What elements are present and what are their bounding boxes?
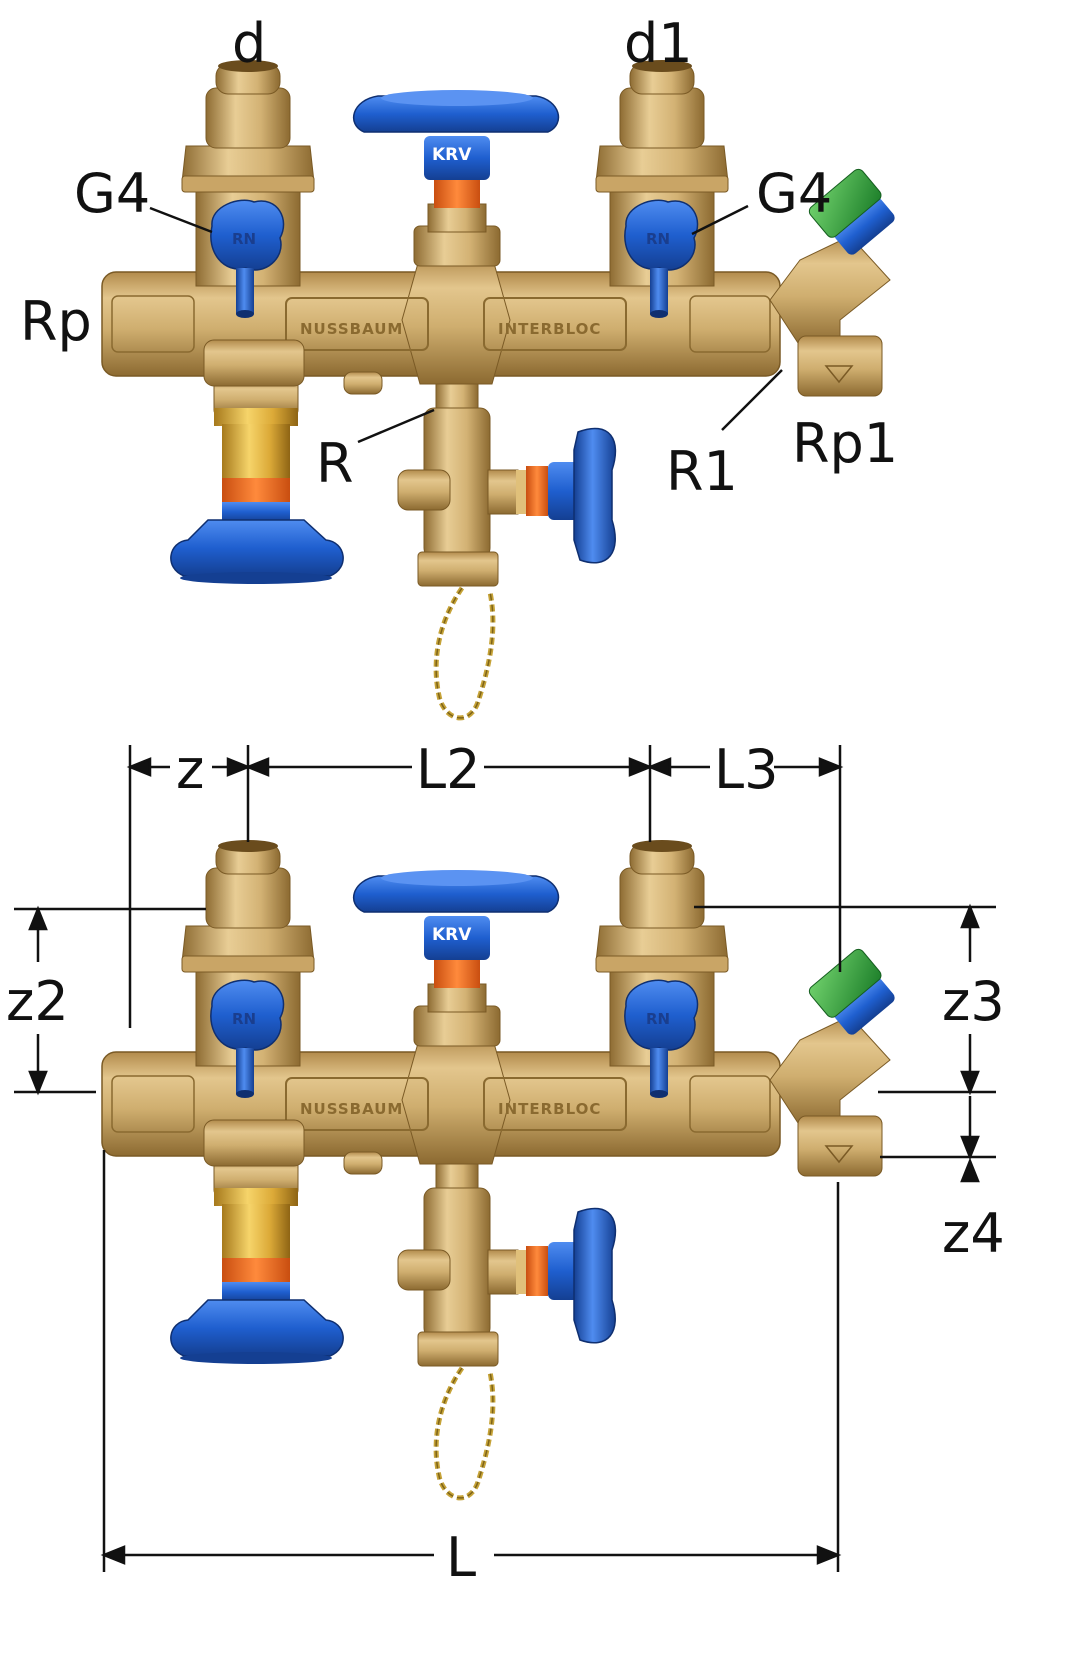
dimension-lines: [28, 757, 980, 1565]
dim-l: L: [446, 1526, 476, 1589]
cap-label-left-top: RN: [232, 230, 256, 248]
cap-label-right-bottom: RN: [646, 1010, 670, 1028]
label-r: R: [316, 432, 354, 495]
label-g4-right: G4: [756, 162, 832, 225]
dim-l3: L3: [714, 738, 778, 801]
cap-label-left-bottom: RN: [232, 1010, 256, 1028]
dim-z: z: [176, 738, 204, 801]
extension-lines: [14, 745, 996, 1572]
fitting-bottom: [102, 840, 900, 1498]
dim-l2: L2: [416, 738, 480, 801]
fitting-top: [102, 60, 900, 718]
top-view: NUSSBAUM INTERBLOC KRV RN RN d d1 G4 G4 …: [20, 12, 900, 718]
dim-z4: z4: [942, 1202, 1005, 1265]
krv-label-bottom: KRV: [432, 925, 472, 945]
stamp-left-top: NUSSBAUM: [300, 320, 403, 338]
label-r1: R1: [666, 440, 738, 503]
stamp-right-top: INTERBLOC: [498, 320, 601, 338]
label-d1: d1: [624, 12, 693, 75]
leader-r1: [721, 369, 783, 431]
label-rp: Rp: [20, 290, 92, 353]
leader-r: [357, 408, 435, 444]
label-rp1: Rp1: [792, 412, 898, 475]
leader-g4-right: [691, 204, 749, 236]
label-d: d: [232, 12, 266, 75]
leader-g4-left: [149, 206, 213, 234]
krv-label-top: KRV: [432, 145, 472, 165]
bottom-view: NUSSBAUM INTERBLOC KRV RN RN: [6, 738, 1005, 1589]
dim-z2: z2: [6, 970, 69, 1033]
stamp-left-bottom: NUSSBAUM: [300, 1100, 403, 1118]
stamp-right-bottom: INTERBLOC: [498, 1100, 601, 1118]
cap-label-right-top: RN: [646, 230, 670, 248]
label-g4-left: G4: [74, 162, 150, 225]
dim-z3: z3: [942, 970, 1005, 1033]
